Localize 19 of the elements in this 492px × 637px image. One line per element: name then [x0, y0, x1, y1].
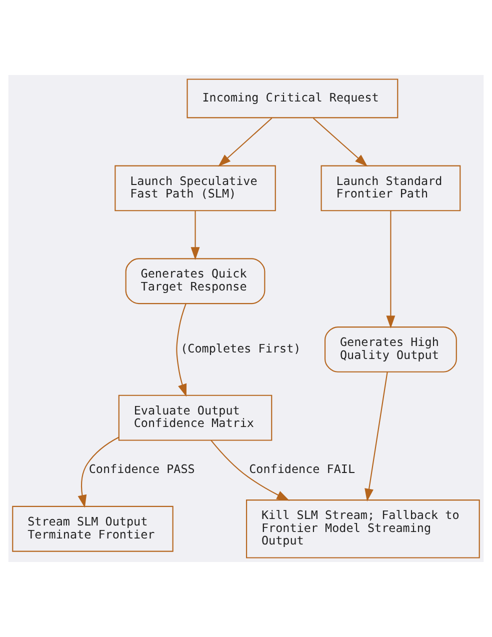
node-box: Incoming Critical Request	[186, 78, 398, 118]
arrow	[176, 304, 187, 397]
node-box: Launch Standard Frontier Path	[320, 165, 461, 212]
edge-label: (Completes First)	[180, 341, 301, 356]
node-box: Kill SLM Stream; Fallback to Frontier Model Streaming Output	[246, 500, 480, 558]
arrow	[210, 440, 290, 501]
arrow	[78, 436, 120, 508]
arrow	[386, 210, 396, 328]
node-box: Launch Speculative Fast Path (SLM)	[114, 165, 276, 212]
edge-label: Confidence PASS	[88, 462, 195, 476]
arrow	[190, 210, 200, 260]
arrow	[364, 372, 388, 502]
arrow	[218, 118, 272, 167]
arrow	[312, 118, 368, 167]
edge-label: Confidence FAIL	[249, 462, 356, 476]
node-box: Evaluate Output Confidence Matrix	[118, 394, 272, 441]
node-box: Stream SLM Output Terminate Frontier	[12, 506, 174, 552]
node-box: Generates High Quality Output	[324, 326, 457, 372]
node-box: Generates Quick Target Response	[125, 258, 266, 304]
